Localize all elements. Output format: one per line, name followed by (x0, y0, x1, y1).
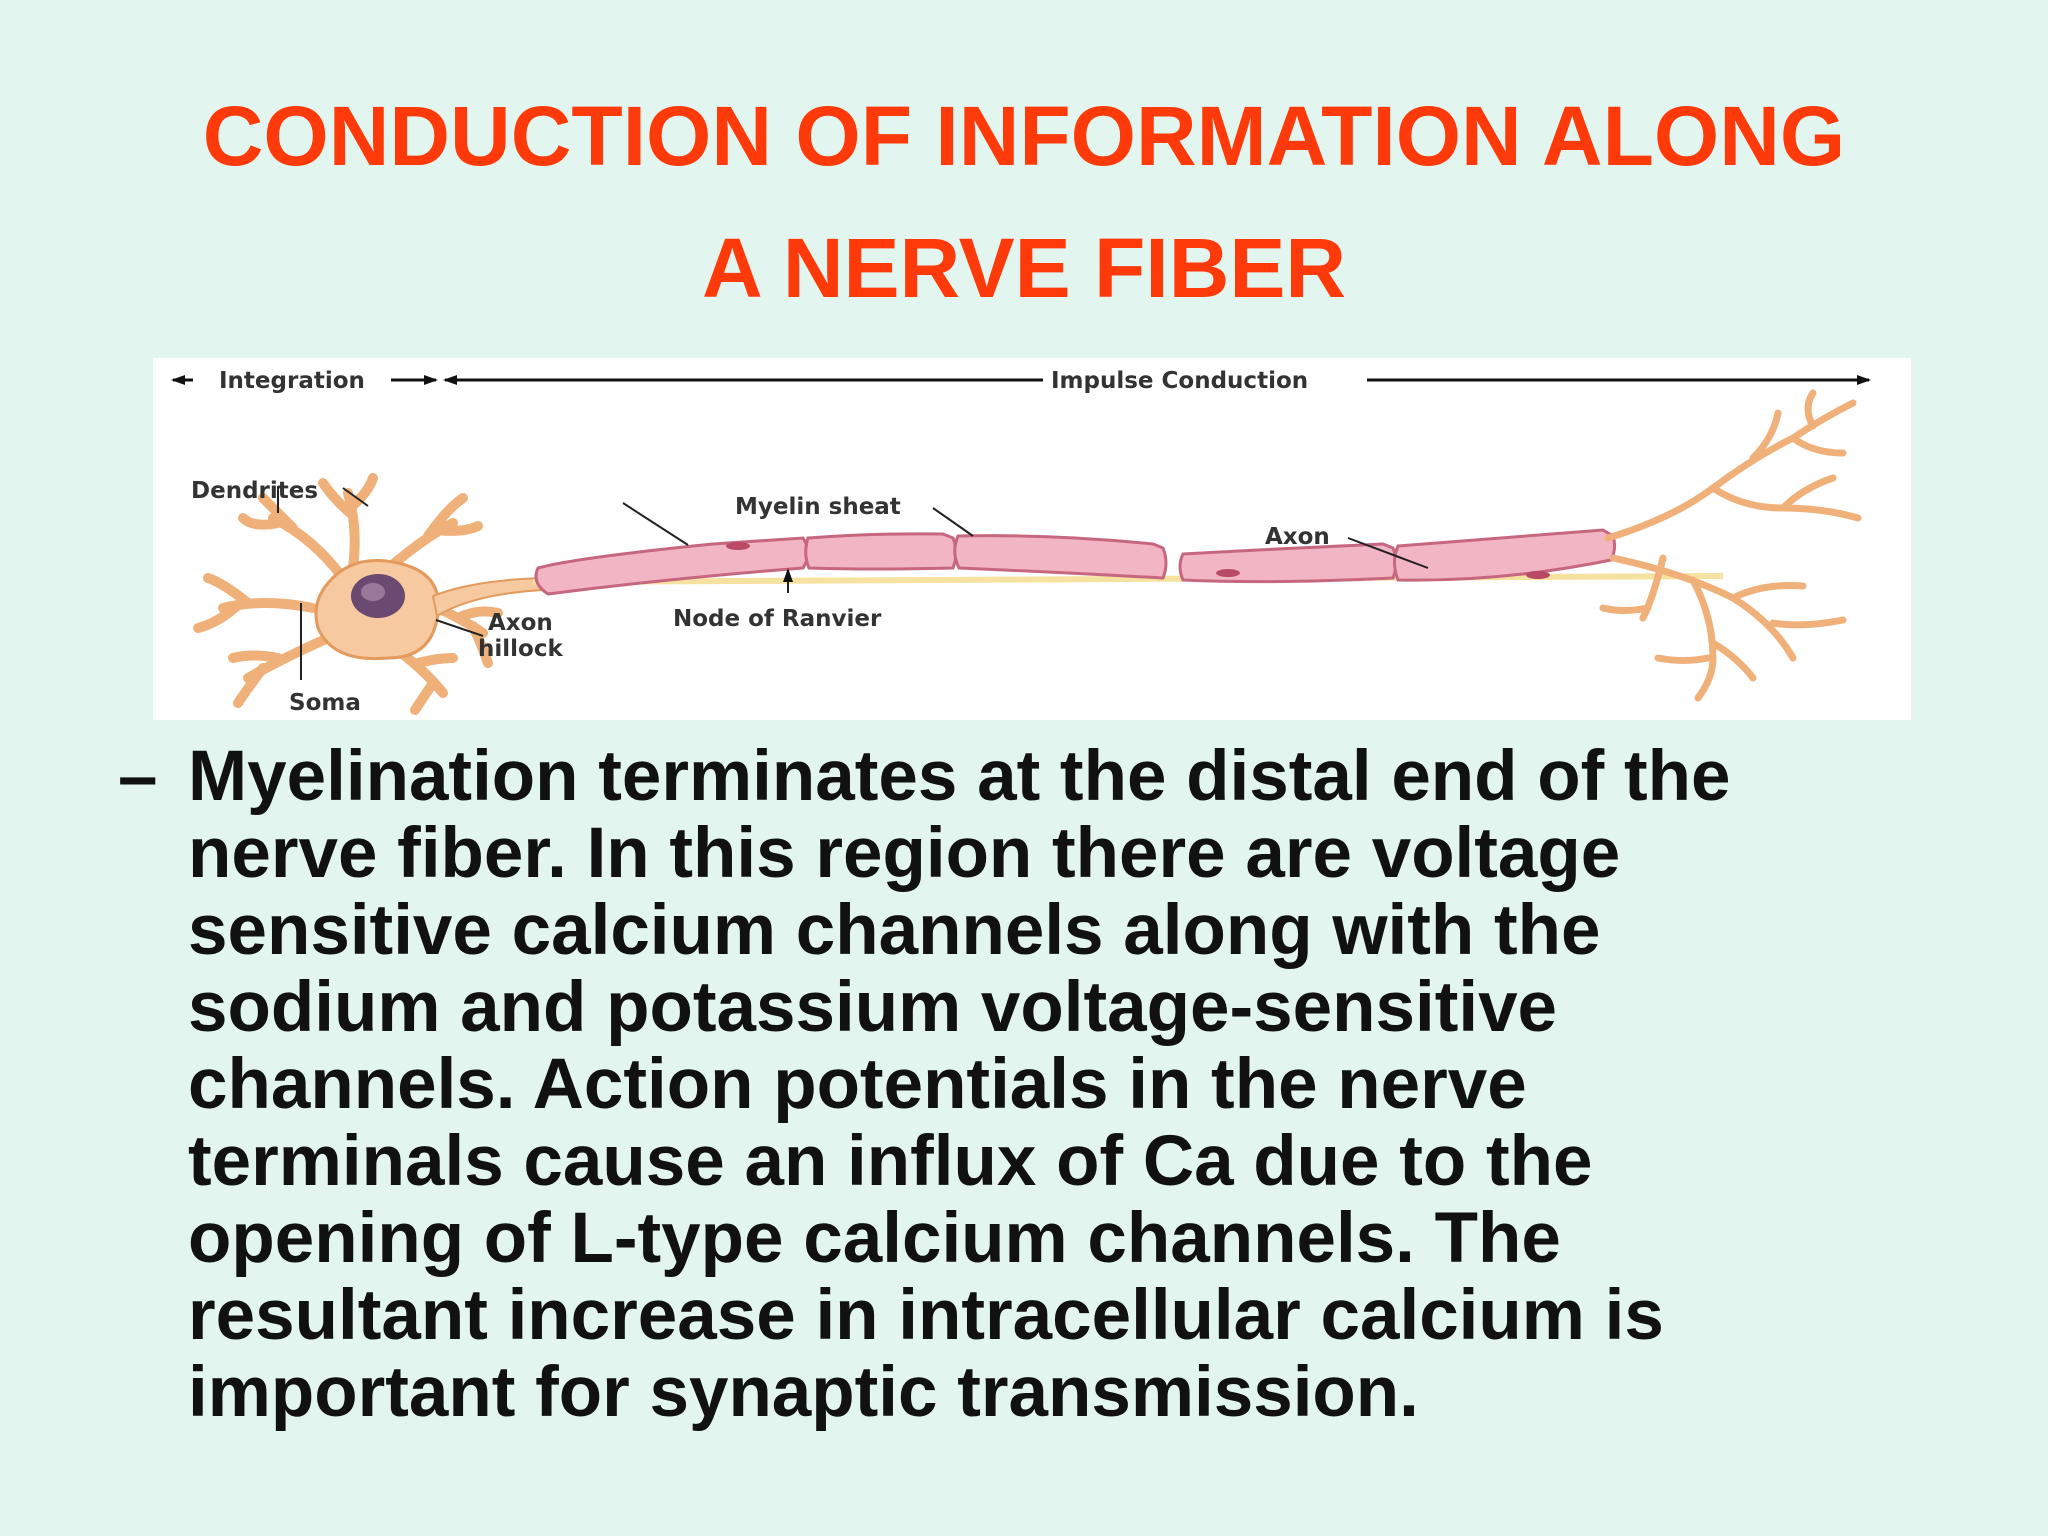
bullet-line-5: channels. Action potentials in the nerve (188, 1045, 1527, 1124)
bullet-line-6: terminals cause an influx of Ca due to t… (188, 1122, 1593, 1201)
axon-hillock-label-line-2: hillock (478, 636, 563, 662)
bullet-line-8: resultant increase in intracellular calc… (188, 1276, 1664, 1355)
bullet-line-7: opening of L-type calcium channels. The (188, 1199, 1561, 1278)
leader-lines (277, 486, 1429, 680)
myelin-sheat-label: Myelin sheat (735, 494, 901, 520)
bullet-line-1: Myelination terminates at the distal end… (188, 737, 1731, 816)
slide-title: CONDUCTION OF INFORMATION ALONG A NERVE … (0, 70, 2048, 334)
dendrites-label: Dendrites (191, 478, 318, 504)
bullet-line-4: sodium and potassium voltage-sensitive (188, 968, 1558, 1047)
axon-core (532, 573, 1724, 585)
schwann-nuclei (726, 542, 1550, 579)
integration-label: Integration (219, 368, 365, 394)
slide-title-line-1: CONDUCTION OF INFORMATION ALONG (202, 89, 1846, 183)
bullet-line-2: nerve fiber. In this region there are vo… (188, 814, 1621, 893)
node-of-ranvier-label: Node of Ranvier (673, 606, 882, 632)
neuron-diagram: Integration Impulse Conduction (153, 358, 1911, 720)
myelin-segments (534, 528, 1617, 596)
soma-label: Soma (289, 690, 361, 716)
axon-label: Axon (1265, 524, 1330, 550)
bullet-dash: – (118, 737, 158, 816)
impulse-conduction-label: Impulse Conduction (1051, 368, 1308, 394)
axon-terminals (1599, 389, 1862, 702)
slide-title-line-2: A NERVE FIBER (701, 221, 1347, 315)
bullet-line-9: important for synaptic transmission. (188, 1353, 1419, 1432)
bullet-line-3: sensitive calcium channels along with th… (188, 891, 1601, 970)
bullet-text: Myelination terminates at the distal end… (188, 738, 1958, 1431)
axon-hillock-label-line-1: Axon (488, 610, 553, 636)
